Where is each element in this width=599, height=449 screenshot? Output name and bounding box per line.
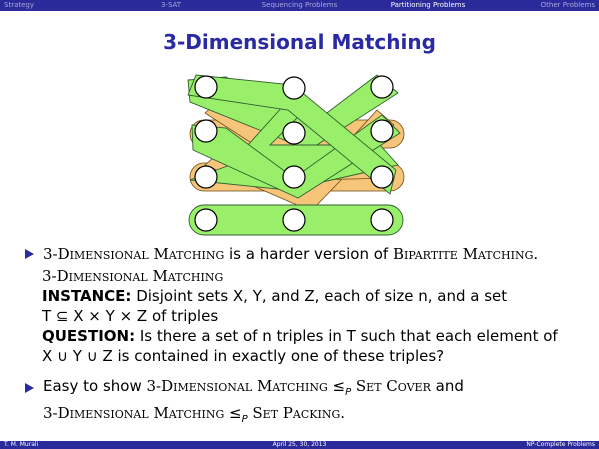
nav-item-other[interactable]: Other Problems: [540, 1, 596, 9]
bullet-2-leq-2: ≤: [224, 404, 242, 422]
node-y2: [282, 121, 306, 145]
node-z3: [370, 165, 394, 189]
node-z2: [370, 119, 394, 143]
bullet-2-sub-2: P: [241, 414, 248, 425]
nav-item-3sat[interactable]: 3-SAT: [160, 1, 182, 9]
bipartite-matching: Bipartite Matching.: [392, 245, 539, 263]
bullet-2-problem-2: 3-Dimensional Matching: [43, 404, 225, 422]
question-text-1: Is there a set of n triples in T such th…: [135, 327, 558, 345]
node-y3: [282, 165, 306, 189]
bullet-2: Easy to show 3-Dimensional Matching ≤P S…: [25, 376, 593, 430]
set-cover: Set Cover: [351, 377, 431, 395]
instance-text-1: Disjoint sets X, Y, and Z, each of size …: [131, 287, 508, 305]
bullet-1: 3-Dimensional Matching is a harder versi…: [25, 244, 593, 264]
node-x3: [194, 165, 218, 189]
footer-author: T. M. Murali: [4, 441, 39, 448]
bullet-2-sub-1: P: [345, 387, 352, 398]
bullet-2-problem-1: 3-Dimensional Matching: [146, 377, 328, 395]
instance-text-2: T ⊆ X × Y × Z of triples: [42, 307, 219, 325]
node-x4: [194, 208, 218, 232]
question-text-2: X ∪ Y ∪ Z is contained in exactly one of…: [42, 347, 445, 365]
node-z4: [370, 208, 394, 232]
nav-item-sequencing[interactable]: Sequencing Problems: [261, 1, 338, 9]
bullet-triangle-1: [25, 249, 34, 259]
bullet-2-and: and: [430, 377, 464, 395]
instance-label: INSTANCE:: [42, 287, 132, 305]
node-x2: [194, 119, 218, 143]
bullet-2-intro: Easy to show: [43, 377, 147, 395]
question-label: QUESTION:: [42, 327, 136, 345]
node-x1: [194, 75, 218, 99]
footer-topic: NP-Complete Problems: [526, 441, 595, 448]
footer-bar: T. M. Murali April 25, 30, 2013 NP-Compl…: [0, 441, 599, 449]
definition-block: 3-Dimensional Matching INSTANCE: Disjoin…: [42, 266, 592, 366]
nav-item-partitioning[interactable]: Partitioning Problems: [390, 1, 466, 9]
node-y1: [282, 76, 306, 100]
bullet-2-leq-1: ≤: [327, 377, 346, 395]
nav-item-strategy[interactable]: Strategy: [4, 1, 34, 9]
definition-name: 3-Dimensional Matching: [42, 267, 224, 285]
node-y4: [282, 208, 306, 232]
set-packing: Set Packing.: [247, 404, 345, 422]
problem-name: 3-Dimensional Matching: [43, 245, 225, 263]
node-z1: [370, 75, 394, 99]
slide-title: 3-Dimensional Matching: [163, 30, 436, 54]
nav-bar: Strategy 3-SAT Sequencing Problems Parti…: [0, 0, 599, 11]
bullet-1-middle: is a harder version of: [224, 245, 393, 263]
footer-date: April 25, 30, 2013: [272, 441, 327, 448]
bullet-triangle-2: [25, 383, 34, 393]
